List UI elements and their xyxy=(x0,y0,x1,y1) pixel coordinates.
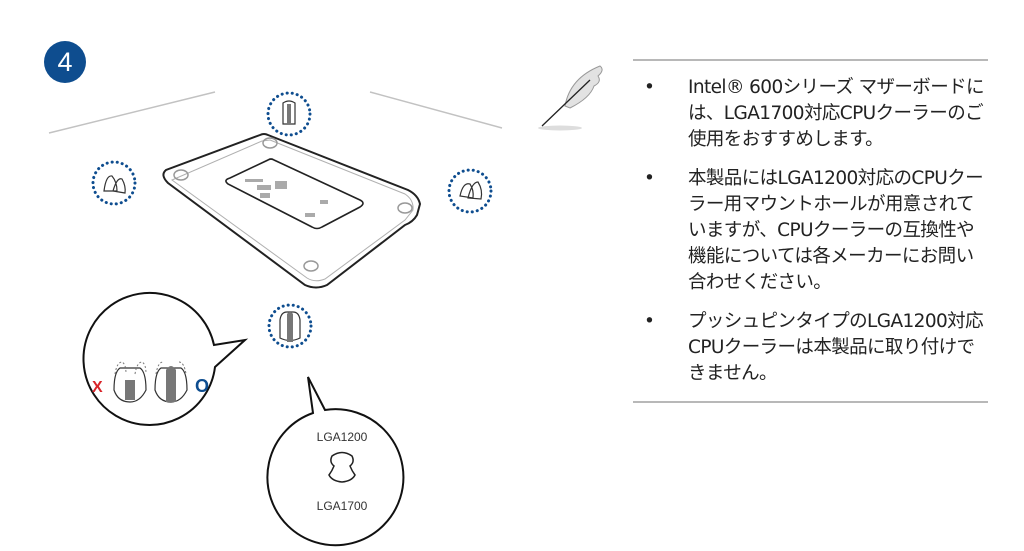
note-text: Intel® 600シリーズ マザーボードには、LGA1700対応CPUクーラー… xyxy=(688,77,985,150)
mount-hole xyxy=(262,137,278,149)
lga1200-label: LGA1200 xyxy=(317,430,368,444)
wrong-mark: X xyxy=(92,379,103,396)
top-divider xyxy=(633,59,988,61)
pin-callout-top xyxy=(266,91,312,137)
lga1700-label: LGA1700 xyxy=(317,499,368,513)
bullet: • xyxy=(644,311,655,332)
notes-list: • Intel® 600シリーズ マザーボードには、LGA1700対応CPUクー… xyxy=(633,61,988,401)
note-text: 本製品にはLGA1200対応のCPUクーラー用マウントホールが用意されていますが… xyxy=(688,168,984,293)
note-text: プッシュピンタイプのLGA1200対応CPUクーラーは本製品に取り付けできません… xyxy=(688,311,984,384)
mount-hole-shape-icon xyxy=(328,451,356,483)
motherboard-edge-right xyxy=(369,91,503,129)
correct-pin-icon xyxy=(154,361,188,403)
pin-comparison-bubble: X O xyxy=(82,291,249,426)
pin-callout-right xyxy=(447,168,493,214)
push-pin-icon xyxy=(103,175,126,194)
motherboard-edge-left xyxy=(48,91,216,134)
mount-hole xyxy=(303,260,319,272)
mount-hole xyxy=(173,169,189,181)
bullet: • xyxy=(644,77,655,98)
lga-hole-bubble: LGA1200 LGA1700 xyxy=(266,376,405,547)
mount-hole xyxy=(397,202,413,214)
push-pin-icon xyxy=(459,181,483,200)
notes-panel: • Intel® 600シリーズ マザーボードには、LGA1700対応CPUクー… xyxy=(633,59,988,403)
note-item: • プッシュピンタイプのLGA1200対応CPUクーラーは本製品に取り付けできま… xyxy=(633,309,988,387)
note-item: • 本製品にはLGA1200対応のCPUクーラー用マウントホールが用意されていま… xyxy=(633,166,988,296)
correct-mark: O xyxy=(195,376,209,396)
backplate-window xyxy=(225,158,364,230)
bottom-divider xyxy=(633,401,988,403)
installation-figure: X O LGA1200 LGA1700 xyxy=(48,91,503,547)
incorrect-pin-icon xyxy=(113,361,147,403)
bullet: • xyxy=(644,168,655,189)
note-item: • Intel® 600シリーズ マザーボードには、LGA1700対応CPUクー… xyxy=(633,75,988,153)
pin-callout-bottom xyxy=(267,303,313,349)
feather-pen-icon xyxy=(538,65,603,131)
step-number: 4 xyxy=(57,46,73,77)
step-number-badge: 4 xyxy=(44,41,86,83)
backplate xyxy=(162,133,422,289)
pin-callout-left xyxy=(91,160,137,206)
